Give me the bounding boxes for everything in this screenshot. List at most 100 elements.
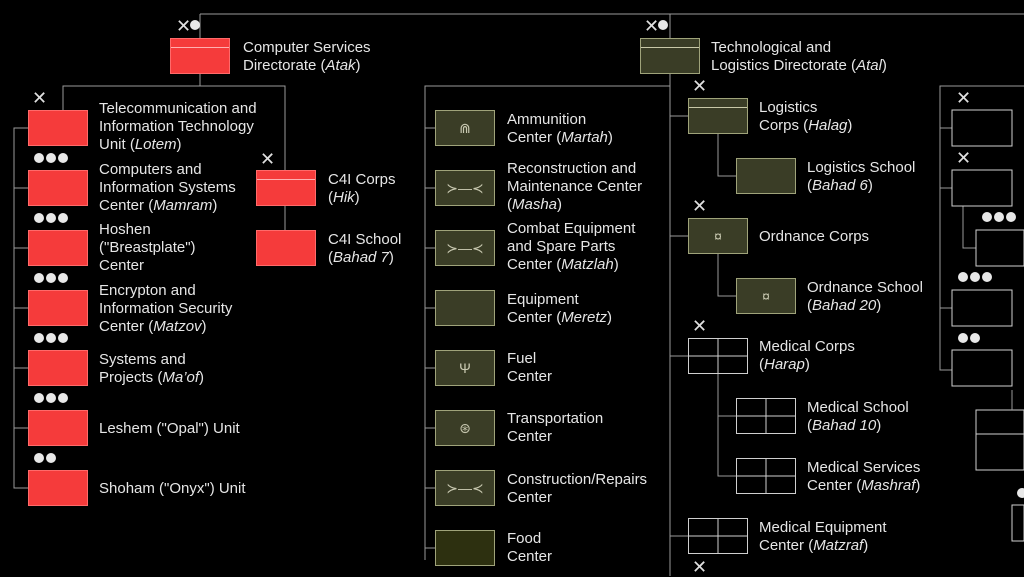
- label-text: Ammunition: [507, 111, 587, 128]
- label-text: Directorate (: [243, 57, 326, 74]
- label-text: Ordnance Corps: [759, 228, 870, 245]
- label-text: ("Breastplate"): [99, 239, 196, 256]
- label-text: Medical Corps: [759, 338, 855, 355]
- label-text: Projects (: [99, 369, 163, 386]
- dot-indicator: [982, 212, 1016, 222]
- label-abbrev: Matzraf: [813, 537, 864, 554]
- dot-indicator: [958, 333, 980, 343]
- dot-indicator: [658, 20, 668, 30]
- label-abbrev: Martah: [561, 129, 608, 146]
- dot-indicator: [34, 333, 68, 343]
- label-text: Shoham ("Onyx") Unit: [99, 480, 246, 497]
- label-tail: ): [355, 57, 361, 74]
- label-text: Reconstruction and: [507, 160, 637, 177]
- label-hik: C4I Corps(Hik): [328, 171, 396, 207]
- label-leshem: Leshem ("Opal") Unit: [99, 420, 240, 438]
- label-text: (: [328, 189, 333, 206]
- label-text: Center (: [759, 537, 814, 554]
- label-text: Telecommunication and: [99, 100, 257, 117]
- label-tail: ): [804, 356, 810, 373]
- unit-symbol-lotem: [28, 110, 88, 146]
- label-text: Corps (: [759, 117, 809, 134]
- label-abbrev: Hik: [333, 189, 355, 206]
- label-text: Systems and: [99, 351, 186, 368]
- label-text: Center (: [99, 197, 154, 214]
- label-text: Center: [99, 257, 145, 274]
- label-text: Logistics School: [807, 159, 916, 176]
- label-tail: ): [881, 57, 887, 74]
- label-text: Ordnance School: [807, 279, 923, 296]
- label-text: Computer Services: [243, 39, 371, 56]
- unit-symbol-mamram: [28, 170, 88, 206]
- close-mark-icon: ✕: [176, 16, 192, 36]
- dot-indicator: [34, 273, 68, 283]
- label-text: Information Security: [99, 300, 233, 317]
- label-harap: Medical Corps(Harap): [759, 338, 855, 374]
- label-text: Food: [507, 530, 542, 547]
- unit-symbol-harap: [688, 338, 748, 374]
- label-shoham: Shoham ("Onyx") Unit: [99, 480, 246, 498]
- label-text: Center (: [507, 309, 562, 326]
- label-tail: ): [876, 417, 882, 434]
- label-text: Center (: [807, 477, 862, 494]
- label-text: Construction/Repairs: [507, 471, 648, 488]
- dot-indicator: [190, 20, 200, 30]
- label-text: Hoshen: [99, 221, 151, 238]
- unit-symbol-masha: ≻—≺: [435, 170, 495, 206]
- label-text: Technological and: [711, 39, 832, 56]
- label-tail: ): [201, 318, 207, 335]
- label-abbrev: Mashraf: [861, 477, 916, 494]
- label-text: Medical Equipment: [759, 519, 887, 536]
- label-tail: ): [354, 189, 360, 206]
- label-text: C4I Corps: [328, 171, 396, 188]
- label-tail: ): [863, 537, 869, 554]
- label-text: (: [807, 297, 812, 314]
- label-abbrev: Bahad 10: [812, 417, 877, 434]
- unit-symbol-meretz: [435, 290, 495, 326]
- unit-symbol-atak: [170, 38, 230, 74]
- label-abbrev: Harap: [764, 356, 805, 373]
- label-text: Transportation: [507, 410, 604, 427]
- dot-indicator: [34, 393, 68, 403]
- close-mark-icon: ✕: [956, 88, 972, 108]
- label-abbrev: Bahad 7: [333, 249, 389, 266]
- unit-symbol-atal: [640, 38, 700, 74]
- label-hoshen: Hoshen("Breastplate")Center: [99, 221, 196, 275]
- unit-symbol-ordnance: ¤: [688, 218, 748, 254]
- unit-symbol-hik: [256, 170, 316, 206]
- close-mark-icon: ✕: [644, 16, 660, 36]
- label-text: Center: [507, 428, 553, 445]
- label-text: Center (: [507, 129, 562, 146]
- label-tail: ): [212, 197, 218, 214]
- unit-symbol-transport: ⊛: [435, 410, 495, 446]
- label-text: Center: [507, 368, 553, 385]
- label-abbrev: Bahad 20: [812, 297, 877, 314]
- dot-indicator: [34, 153, 68, 163]
- unit-symbol-hoshen: [28, 230, 88, 266]
- close-mark-icon: ✕: [32, 88, 48, 108]
- label-text: Leshem ("Opal") Unit: [99, 420, 240, 437]
- dot-indicator: [34, 213, 68, 223]
- dot-indicator: [34, 453, 56, 463]
- label-text: Center (: [507, 256, 562, 273]
- label-text: (: [507, 196, 512, 213]
- label-text: Combat Equipment: [507, 220, 636, 237]
- label-text: Logistics: [759, 99, 818, 116]
- label-text: Information Systems: [99, 179, 236, 196]
- unit-symbol-mashraf: [736, 458, 796, 494]
- label-bahad10: Medical School(Bahad 10): [807, 399, 909, 435]
- unit-symbol-fuel: Ψ: [435, 350, 495, 386]
- close-mark-icon: ✕: [692, 76, 708, 96]
- label-abbrev: Ma’of: [162, 369, 200, 386]
- unit-symbol-bahad10: [736, 398, 796, 434]
- label-tail: ): [613, 256, 619, 273]
